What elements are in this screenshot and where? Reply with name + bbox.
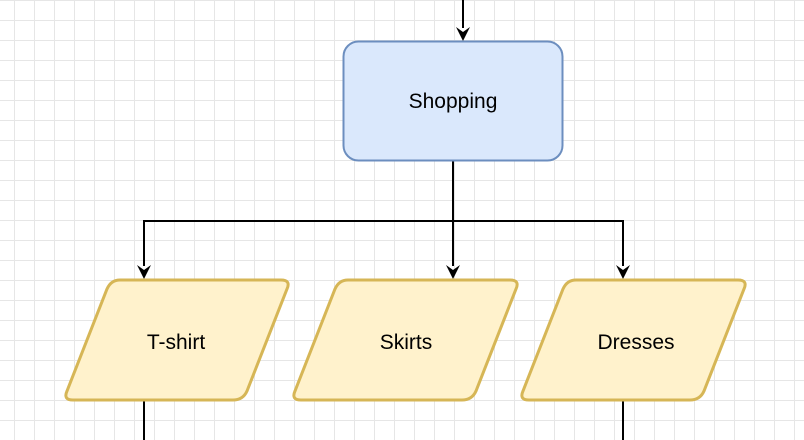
node-tshirt-label: T-shirt [147,331,206,354]
edge-shopping-to-dresses[interactable] [453,220,630,279]
node-dresses[interactable]: Dresses [520,278,747,402]
node-shopping[interactable]: Shopping [342,40,564,162]
node-dresses-label: Dresses [597,331,674,354]
node-skirts-shape [292,278,519,402]
node-skirts[interactable]: Skirts [292,278,519,402]
node-skirts-label: Skirts [380,331,433,354]
edge-shopping-to-tshirt[interactable] [137,161,454,279]
node-shopping-label: Shopping [409,90,498,113]
edge-shopping-to-skirts[interactable] [446,161,460,279]
node-shopping-shape [342,40,564,162]
node-tshirt[interactable]: T-shirt [64,278,290,402]
edge-into-shopping[interactable] [456,0,470,41]
node-tshirt-shape [64,278,290,402]
node-dresses-shape [520,278,747,402]
